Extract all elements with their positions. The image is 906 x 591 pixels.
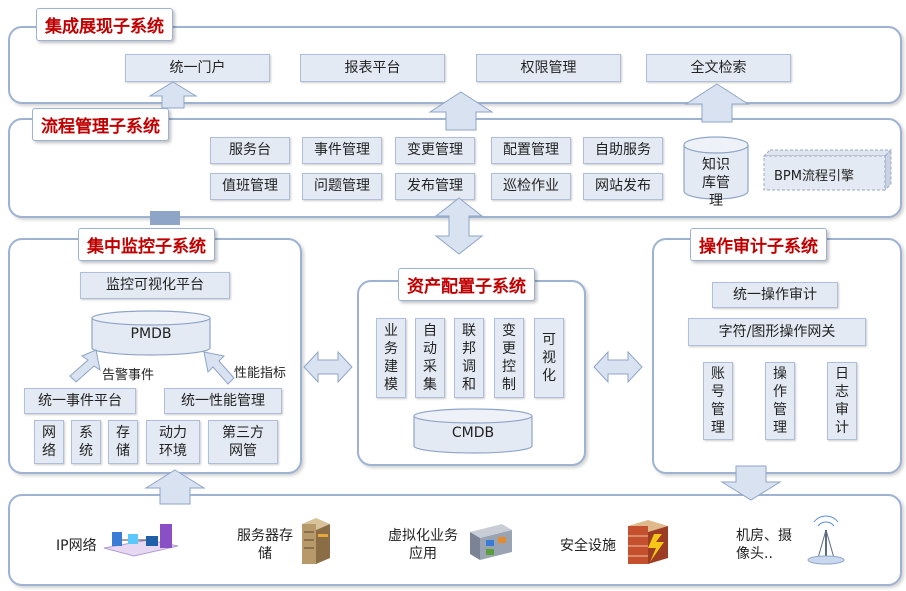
search-box[interactable]: 全文检索 — [646, 54, 791, 82]
account-mgmt-box[interactable]: 账号管理 — [703, 362, 733, 440]
third-party-label: 第三方网管 — [222, 425, 264, 459]
down-arrow-audit-infra — [720, 465, 782, 501]
gateway-box[interactable]: 字符/图形操作网关 — [688, 318, 866, 346]
biz-modeling-box[interactable]: 业务建模 — [376, 318, 406, 398]
account-mgmt-label: 账号管理 — [711, 366, 725, 436]
server-storage-label: 服务器存储 — [237, 528, 293, 562]
third-party-box[interactable]: 第三方网管 — [208, 420, 278, 464]
up-arrow-infra-monitor — [144, 469, 206, 505]
service-desk-box[interactable]: 服务台 — [210, 137, 290, 164]
system-label: 系统 — [79, 425, 93, 459]
biz-modeling-label: 业务建模 — [384, 323, 398, 393]
storage-label: 存储 — [116, 425, 130, 459]
visualization-label: 可视化 — [542, 332, 556, 384]
vertical-arrow-process-asset — [434, 197, 484, 255]
cylinder-icon — [683, 136, 749, 200]
log-audit-label: 日志审计 — [835, 366, 849, 436]
alarm-arrow — [69, 349, 101, 383]
event-platform-box[interactable]: 统一事件平台 — [24, 388, 136, 414]
problem-mgmt-box[interactable]: 问题管理 — [302, 173, 382, 200]
report-platform-box[interactable]: 报表平台 — [300, 54, 445, 82]
connector-bar — [150, 211, 180, 225]
inspection-box[interactable]: 巡检作业 — [491, 173, 571, 200]
horizontal-arrow-asset-audit — [593, 350, 643, 384]
unified-audit-box[interactable]: 统一操作审计 — [712, 282, 838, 308]
cylinder-icon — [91, 310, 211, 356]
pmdb-cylinder[interactable]: PMDB — [90, 310, 212, 356]
pmdb-label: PMDB — [130, 326, 172, 342]
system-box[interactable]: 系统 — [71, 420, 101, 464]
log-audit-box[interactable]: 日志审计 — [827, 362, 857, 440]
release-mgmt-box[interactable]: 发布管理 — [395, 173, 475, 200]
knowledge-base-label: 知识库管理 — [702, 157, 730, 209]
self-service-box[interactable]: 自助服务 — [583, 137, 663, 164]
website-publish-box[interactable]: 网站发布 — [583, 173, 663, 200]
up-arrow-portal — [148, 81, 198, 109]
room-camera-label: 机房、摄像头.. — [736, 528, 792, 562]
alarm-label: 告警事件 — [102, 368, 155, 383]
network-devices-icon — [103, 524, 179, 557]
network-label: 网络 — [42, 425, 56, 459]
cylinder-icon — [413, 408, 533, 454]
auto-collect-box[interactable]: 自动采集 — [415, 318, 445, 398]
perf-mgmt-box[interactable]: 统一性能管理 — [164, 388, 282, 414]
config-mgmt-box[interactable]: 配置管理 — [491, 137, 571, 164]
op-mgmt-box[interactable]: 操作管理 — [765, 362, 795, 440]
bpm-engine-3d-box — [762, 148, 893, 192]
virtualization-label: 虚拟化业务应用 — [388, 528, 458, 562]
storage-box[interactable]: 存储 — [108, 420, 138, 464]
monitor-subsystem-title: 集中监控子系统 — [78, 228, 215, 261]
server-icon — [302, 518, 330, 564]
firewall-icon — [628, 520, 668, 564]
network-box[interactable]: 网络 — [34, 420, 64, 464]
display-subsystem-title: 集成展现子系统 — [36, 8, 173, 41]
duty-mgmt-box[interactable]: 值班管理 — [210, 173, 290, 200]
process-subsystem-title: 流程管理子系统 — [32, 108, 169, 141]
up-arrow-search — [684, 83, 750, 123]
ip-network-label: IP网络 — [56, 538, 97, 554]
up-arrow-report — [428, 91, 494, 131]
knowledge-base-cylinder[interactable]: 知识库管理 — [682, 135, 750, 209]
bpm-engine-label: BPM流程引擎 — [774, 169, 854, 184]
federation-box[interactable]: 联邦调和 — [454, 318, 484, 398]
perf-arrow — [203, 351, 235, 385]
asset-subsystem-title: 资产配置子系统 — [398, 268, 535, 301]
cmdb-label: CMDB — [451, 425, 495, 441]
visualization-box[interactable]: 可视化 — [534, 318, 564, 398]
change-control-label: 变更控制 — [502, 323, 516, 393]
cmdb-cylinder[interactable]: CMDB — [412, 408, 534, 454]
change-mgmt-box[interactable]: 变更管理 — [395, 137, 475, 164]
portal-box[interactable]: 统一门户 — [125, 54, 270, 82]
power-env-label: 动力环境 — [159, 425, 187, 459]
federation-label: 联邦调和 — [462, 323, 476, 393]
virtualization-icon — [470, 524, 512, 560]
audit-subsystem-title: 操作审计子系统 — [690, 228, 827, 261]
monitor-visual-platform-box[interactable]: 监控可视化平台 — [80, 272, 230, 299]
auto-collect-label: 自动采集 — [423, 323, 437, 393]
permission-box[interactable]: 权限管理 — [476, 54, 621, 82]
incident-mgmt-box[interactable]: 事件管理 — [302, 137, 382, 164]
change-control-box[interactable]: 变更控制 — [494, 318, 524, 398]
op-mgmt-label: 操作管理 — [773, 366, 787, 436]
power-env-box[interactable]: 动力环境 — [146, 420, 200, 464]
security-label: 安全设施 — [560, 538, 616, 554]
horizontal-arrow-monitor-asset — [303, 350, 353, 384]
perf-label: 性能指标 — [234, 366, 287, 381]
antenna-icon — [807, 515, 845, 565]
